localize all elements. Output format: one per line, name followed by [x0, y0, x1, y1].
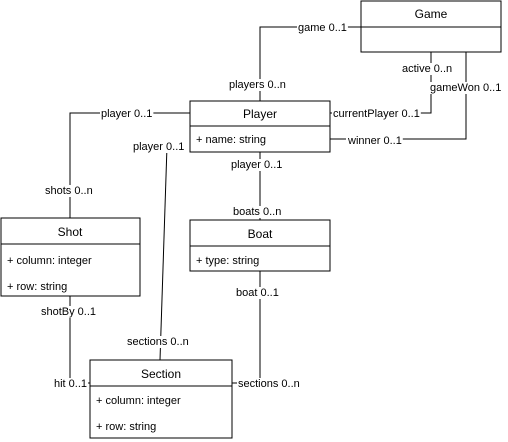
- label-background: [53, 378, 89, 390]
- class-shot[interactable]: Shot + column: integer + row: string: [0, 217, 141, 297]
- class-player-name: Player: [243, 107, 277, 121]
- class-section-attribute: + column: integer: [96, 395, 181, 407]
- class-game[interactable]: Game: [360, 0, 502, 53]
- edge-player-shots: [69, 112, 190, 218]
- label-shotby: shotBy 0..1: [41, 306, 96, 318]
- label-players: players 0..n: [229, 79, 286, 91]
- class-boat-name: Boat: [248, 227, 273, 241]
- label-boat: boat 0..1: [236, 287, 279, 299]
- class-section[interactable]: Section + column: integer + row: string: [89, 359, 233, 439]
- label-background: [44, 185, 94, 197]
- label-gamewon: gameWon 0..1: [430, 82, 501, 94]
- label-shots: shots 0..n: [45, 185, 93, 197]
- label-hit: hit 0..1: [54, 378, 87, 390]
- label-background: [297, 22, 348, 34]
- label-player-shots: player 0..1: [101, 108, 152, 120]
- label-game: game 0..1: [298, 22, 347, 34]
- label-sections-player: sections 0..n: [127, 336, 189, 348]
- class-section-attribute: + row: string: [96, 421, 156, 433]
- label-background: [232, 206, 283, 218]
- edge-player-sections: [159, 145, 168, 361]
- label-background: [235, 287, 280, 299]
- class-player-attribute: + name: string: [196, 134, 266, 146]
- label-background: [346, 135, 403, 147]
- label-background: [100, 108, 154, 120]
- class-boat[interactable]: Boat + type: string: [189, 219, 331, 272]
- class-boat-attribute: + type: string: [196, 255, 259, 267]
- class-player[interactable]: Player + name: string: [189, 100, 331, 153]
- label-background: [237, 378, 301, 390]
- label-background: [230, 159, 284, 171]
- class-game-name: Game: [415, 7, 448, 21]
- label-background: [40, 306, 98, 318]
- class-section-name: Section: [141, 367, 181, 381]
- label-background: [401, 63, 454, 75]
- label-background: [228, 79, 287, 91]
- label-background: [429, 82, 503, 94]
- label-player-boats: player 0..1: [231, 159, 282, 171]
- label-player-sections: player 0..1: [133, 141, 184, 153]
- label-sections-boat: sections 0..n: [238, 378, 300, 390]
- label-active: active 0..n: [402, 63, 452, 75]
- label-winner: winner 0..1: [347, 135, 402, 147]
- edge-labels: game 0..1 players 0..n active 0..n curre…: [40, 22, 503, 390]
- label-boats: boats 0..n: [233, 206, 281, 218]
- class-shot-attribute: + column: integer: [7, 255, 92, 267]
- label-background: [332, 108, 421, 120]
- edge-game-currentplayer: [330, 52, 432, 114]
- label-currentplayer: currentPlayer 0..1: [333, 108, 420, 120]
- label-background: [126, 336, 190, 348]
- label-background: [132, 141, 186, 153]
- class-shot-name: Shot: [58, 225, 83, 239]
- class-shot-attribute: + row: string: [7, 281, 67, 293]
